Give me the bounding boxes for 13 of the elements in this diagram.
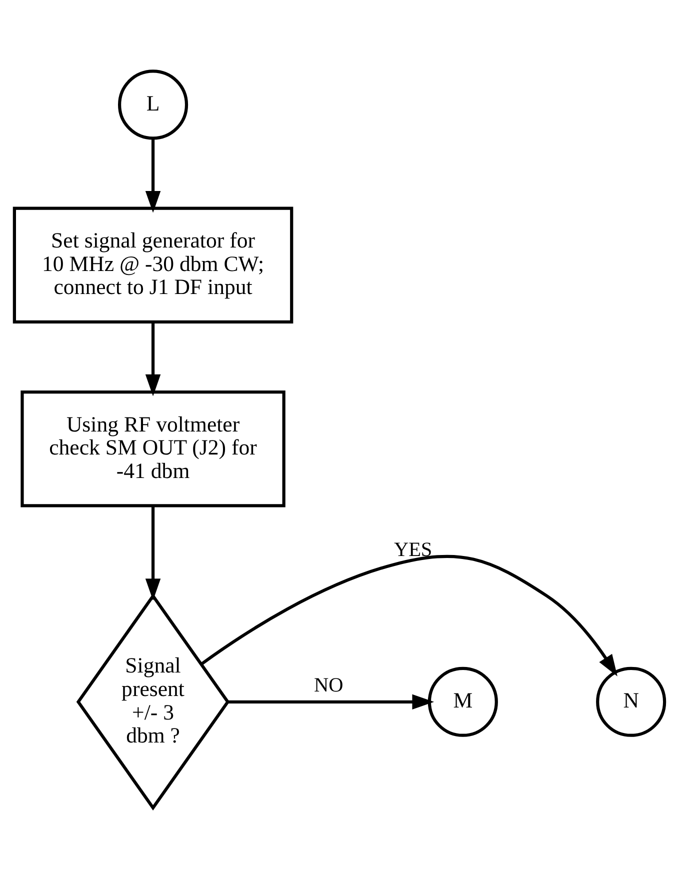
edge-label: YES xyxy=(394,538,432,561)
arrow xyxy=(145,138,161,212)
node-circle: N xyxy=(596,666,666,736)
node-diamond: Signal present +/- 3 dbm ? xyxy=(76,592,230,810)
edge-label: NO xyxy=(314,674,344,696)
node-box: Using RF voltmeter check SM OUT (J2) for -41 dbm xyxy=(20,390,286,507)
node-circle: M xyxy=(428,666,498,736)
arrow xyxy=(228,694,434,710)
node-box: Set signal generator for 10 MHz @ -30 dbm CW; connect to J1 DF input xyxy=(12,206,294,323)
arrow xyxy=(145,505,161,600)
node-circle: L xyxy=(118,69,188,140)
arrow xyxy=(145,322,161,396)
arrow xyxy=(200,554,618,676)
